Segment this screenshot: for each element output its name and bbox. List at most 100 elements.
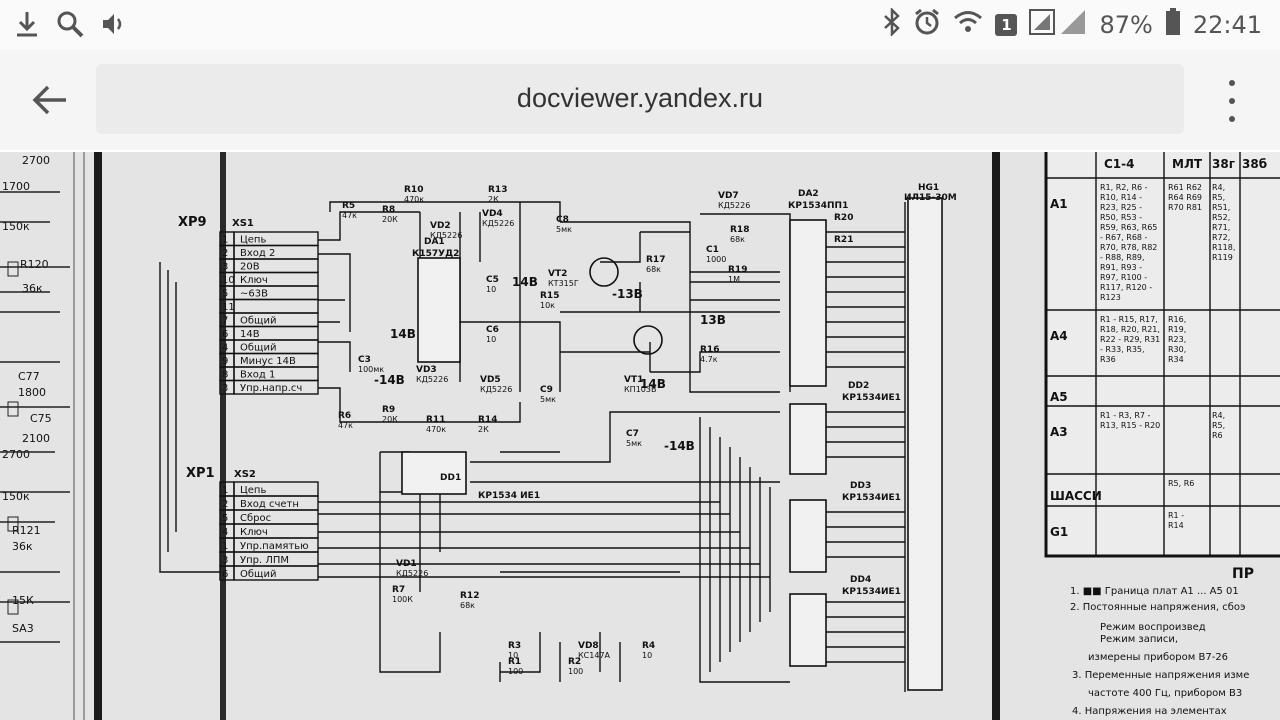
- table-cell: R91, R93 -: [1100, 263, 1142, 272]
- connector-pin-number: 6: [222, 569, 228, 580]
- url-text: docviewer.yandex.ru: [516, 83, 764, 113]
- table-cell: R64 R69: [1168, 193, 1202, 202]
- component-value: 470к: [404, 195, 424, 204]
- chip-label-da2: DA2: [798, 189, 819, 199]
- connector-pin-label: Упр. ЛПМ: [240, 555, 289, 566]
- component-value: 2К: [478, 425, 489, 434]
- table-header: МЛТ: [1172, 157, 1203, 171]
- connector-pin-number: 2: [222, 248, 228, 259]
- chip-label-dd2_part: КР1534ИЕ1: [842, 393, 901, 403]
- component-ref: R2: [568, 657, 581, 667]
- more-vert-icon[interactable]: [1212, 80, 1252, 122]
- left-label: C77: [18, 370, 40, 383]
- table-cell: R19,: [1168, 325, 1186, 334]
- table-cell: R118,: [1212, 243, 1235, 252]
- voltage-label: 14В: [390, 327, 416, 341]
- component-ref: R8: [382, 205, 395, 215]
- component-ref: R5: [342, 201, 355, 211]
- download-icon: [14, 10, 40, 42]
- wifi-icon: [953, 9, 983, 41]
- component-value: КТ315Г: [548, 279, 579, 288]
- component-ref: C1: [706, 245, 719, 255]
- table-cell: R5,: [1212, 421, 1225, 430]
- table-cell: R23,: [1168, 335, 1186, 344]
- left-label: 15К: [12, 594, 34, 607]
- component-value: КС147А: [578, 651, 611, 660]
- component-value: КД5226: [480, 385, 512, 394]
- connector-pin-number: 9: [222, 356, 228, 367]
- note-line: Режим записи,: [1100, 634, 1178, 645]
- chip-label-dd4: DD4: [850, 575, 871, 585]
- table-cell: R61 R62: [1168, 183, 1202, 192]
- component-ref: VD1: [396, 559, 417, 569]
- chip-label-dd2: DD2: [848, 381, 869, 391]
- voltage-label: 14В: [640, 377, 666, 391]
- left-label: SA3: [12, 622, 34, 635]
- connector-pin-number: 3: [222, 383, 228, 394]
- table-cell: R36: [1100, 355, 1116, 364]
- component-ref: R15: [540, 291, 559, 301]
- table-cell: R52,: [1212, 213, 1230, 222]
- table-cell: R5, R6: [1168, 479, 1194, 488]
- component-ref: VD2: [430, 221, 451, 231]
- connector-pin-label: Упр.памятью: [240, 541, 309, 552]
- connector-pin-label: Ключ: [240, 275, 268, 286]
- left-label: 36к: [22, 282, 43, 295]
- component-value: 47к: [338, 421, 353, 430]
- component-value: 100К: [392, 595, 413, 604]
- component-ref: C9: [540, 385, 553, 395]
- search-icon: [56, 10, 84, 42]
- component-ref: R1: [508, 657, 521, 667]
- component-value: 1М: [728, 275, 740, 284]
- component-value: 5мк: [540, 395, 556, 404]
- left-label: 2700: [2, 448, 30, 461]
- table-cell: R119: [1212, 253, 1233, 262]
- connector-pin-number: 6: [222, 329, 228, 340]
- table-cell: R6: [1212, 431, 1223, 440]
- connector-pin-label: 14В: [240, 329, 260, 340]
- chip-label-dd1_part: КР1534 ИЕ1: [478, 491, 540, 501]
- connector-pin-number: 3: [222, 555, 228, 566]
- component-value: КД5226: [416, 375, 448, 384]
- left-label: 150к: [2, 490, 30, 503]
- connector-pin-number: 5: [222, 513, 228, 524]
- connector-pin-number: 11: [222, 302, 235, 313]
- component-value: 2К: [488, 195, 499, 204]
- component-value: 4.7к: [700, 355, 718, 364]
- table-cell: R51,: [1212, 203, 1230, 212]
- table-row-label: А3: [1050, 425, 1068, 439]
- table-cell: R13, R15 - R20: [1100, 421, 1160, 430]
- component-value: 5мк: [556, 225, 572, 234]
- connector-pin-label: Вход 2: [240, 248, 275, 259]
- component-value: КД5226: [482, 219, 514, 228]
- browser-toolbar: docviewer.yandex.ru: [0, 50, 1280, 150]
- table-row-label: ШАССИ: [1050, 489, 1102, 503]
- component-ref: C5: [486, 275, 499, 285]
- note-line: 1. ■■ Граница плат А1 ... А5 01: [1070, 586, 1239, 597]
- back-button[interactable]: [26, 78, 74, 122]
- connector-label-cell: [233, 379, 319, 395]
- left-label: 1800: [18, 386, 46, 399]
- connector-pin-label: Общий: [240, 569, 276, 580]
- table-header: С1-4: [1104, 157, 1135, 171]
- component-ref: VT1: [624, 375, 643, 385]
- left-label: 2700: [22, 154, 50, 167]
- component-value: 10: [486, 285, 496, 294]
- table-cell: R123: [1100, 293, 1121, 302]
- table-cell: R1 -: [1168, 511, 1184, 520]
- component-value: 100: [508, 667, 523, 676]
- component-ref: R3: [508, 641, 521, 651]
- left-strip-labels: 27001700150кR12036кC771800C7521002700150…: [2, 154, 52, 635]
- address-bar[interactable]: docviewer.yandex.ru: [96, 64, 1184, 134]
- sim-icon: 1: [995, 14, 1018, 36]
- connector-pin-label: Минус 14В: [240, 356, 296, 367]
- note-line: 2. Постоянные напряжения, сбоэ: [1070, 602, 1246, 613]
- table-cell: R71,: [1212, 223, 1230, 232]
- battery-percent: 87%: [1099, 11, 1153, 39]
- connector-pin-number: 4: [222, 527, 228, 538]
- xp1-label: XP1: [186, 466, 215, 481]
- component-ref: R4: [642, 641, 655, 651]
- left-label: 1700: [2, 180, 30, 193]
